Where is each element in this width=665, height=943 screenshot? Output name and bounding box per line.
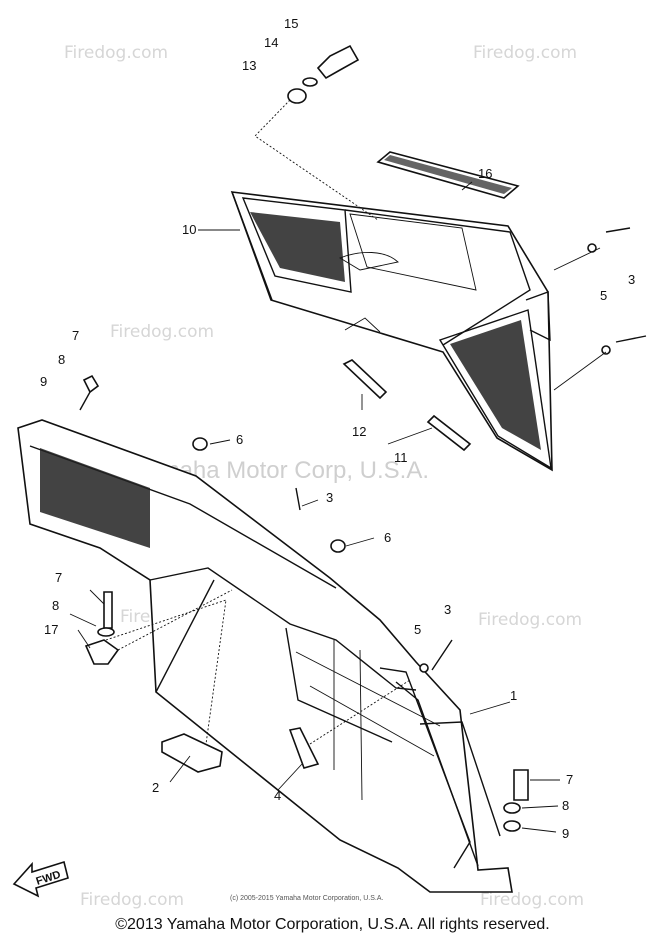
bottom-cover-assembly xyxy=(17,374,560,893)
callout-8-mid: 8 xyxy=(52,598,59,613)
callout-1: 1 xyxy=(510,688,517,703)
callout-12: 12 xyxy=(352,424,366,439)
callout-11: 11 xyxy=(394,450,408,465)
callout-6-upper: 6 xyxy=(236,432,243,447)
callout-2: 2 xyxy=(152,780,159,795)
callout-15: 15 xyxy=(284,16,298,31)
callout-7-upper: 7 xyxy=(72,328,79,343)
callout-5-top: 5 xyxy=(600,288,607,303)
top-cover-assembly xyxy=(198,44,647,472)
callout-9-lower: 9 xyxy=(562,826,569,841)
callout-10: 10 xyxy=(182,222,196,237)
watermark-top-left: Firedog.com xyxy=(64,43,168,63)
callout-5-lower: 5 xyxy=(414,622,421,637)
callout-4: 4 xyxy=(274,788,281,803)
footer-copyright: ©2013 Yamaha Motor Corporation, U.S.A. A… xyxy=(115,916,550,933)
watermark-top-right: Firedog.com xyxy=(473,43,577,63)
watermark-mid-left: Firedog.com xyxy=(110,322,214,342)
watermark-bottom-right: Firedog.com xyxy=(480,890,584,910)
callout-3-mid: 3 xyxy=(326,490,333,505)
callout-14: 14 xyxy=(264,35,278,50)
callout-16: 16 xyxy=(478,166,492,181)
callout-8-upper: 8 xyxy=(58,352,65,367)
forward-arrow-icon: FWD xyxy=(12,860,69,898)
callout-7-lower: 7 xyxy=(566,772,573,787)
watermark-right: Firedog.com xyxy=(478,610,582,630)
callout-labels: 15 14 13 16 10 3 5 12 11 7 8 9 6 3 6 7 8… xyxy=(40,16,635,841)
callout-17: 17 xyxy=(44,622,58,637)
callout-8-lower: 8 xyxy=(562,798,569,813)
callout-13: 13 xyxy=(242,58,256,73)
callout-7-mid: 7 xyxy=(55,570,62,585)
watermark-bottom-left: Firedog.com xyxy=(80,890,184,910)
small-copyright: (c) 2005-2015 Yamaha Motor Corporation, … xyxy=(230,895,383,902)
callout-9-upper: 9 xyxy=(40,374,47,389)
callout-6-lower: 6 xyxy=(384,530,391,545)
callout-3-lower: 3 xyxy=(444,602,451,617)
callout-3-top: 3 xyxy=(628,272,635,287)
